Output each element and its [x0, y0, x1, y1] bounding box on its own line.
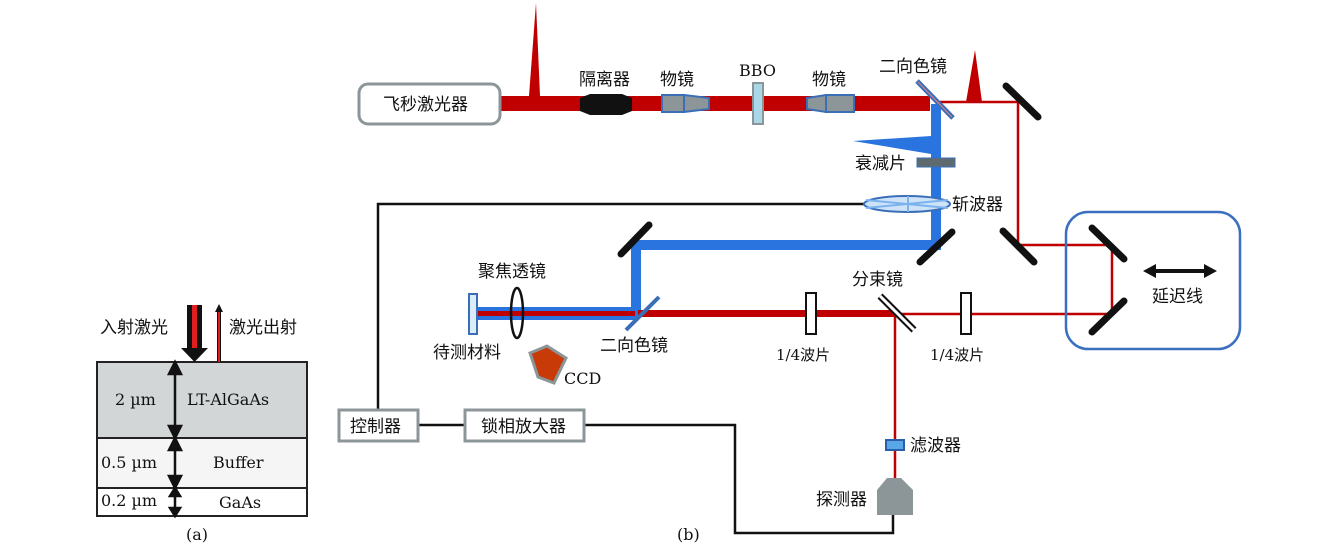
ccd-icon — [528, 344, 568, 385]
dichroic-top-core — [917, 81, 953, 118]
red-core-to-sample — [475, 311, 635, 316]
bbo-crystal-icon — [752, 82, 764, 125]
controller-label: 控制器 — [350, 417, 401, 437]
panel-a: 入射激光 激光出射 2 µm LT-AlGaAs 0.5 µm Buffer 0… — [96, 304, 308, 544]
thickness-arrows — [166, 359, 184, 519]
detector-icon — [877, 478, 913, 515]
filter-icon — [885, 439, 905, 451]
exit-laser-label: 激光出射 — [229, 318, 297, 338]
attenuator-icon — [916, 157, 956, 168]
control-wires — [376, 202, 895, 535]
delay-line-box — [1064, 210, 1242, 351]
isolator-icon — [580, 94, 632, 115]
red-beam-segment — [470, 310, 895, 317]
delay-mirror-top — [1088, 224, 1128, 263]
layer-buffer — [96, 437, 308, 489]
lockin-amplifier-box — [463, 408, 586, 443]
panel-b-caption: (b) — [677, 525, 700, 544]
layer-gaas — [96, 487, 308, 517]
sample-icon — [468, 293, 478, 335]
incident-laser-label: 入射激光 — [100, 318, 168, 338]
mirror-4 — [617, 221, 653, 258]
objective-2-label: 物镜 — [812, 70, 846, 90]
delay-line-label: 延迟线 — [1152, 287, 1203, 307]
layer-thickness-1: 2 µm — [115, 390, 156, 409]
dichroic-mirror-top-label: 二向色镜 — [879, 57, 947, 77]
pulse-icon-2 — [966, 50, 982, 102]
layer-thickness-3: 0.2 µm — [101, 491, 157, 510]
beam-splitter-label: 分束镜 — [852, 270, 903, 290]
beam-splitter-icon — [877, 293, 917, 333]
incident-laser-arrow — [181, 305, 208, 362]
mirror-2 — [999, 227, 1038, 266]
chopper-icon — [863, 195, 951, 213]
isolator-label: 隔离器 — [579, 70, 630, 90]
sample-label: 待测材料 — [433, 343, 501, 363]
delay-mirror-bottom — [1088, 297, 1128, 336]
quarter-wave-plate-right-label: 1/4波片 — [930, 346, 984, 364]
exit-laser-arrow — [215, 304, 223, 362]
attenuator-label: 衰减片 — [855, 154, 906, 174]
layer-name-3: GaAs — [219, 493, 261, 512]
layer-thickness-2: 0.5 µm — [101, 453, 157, 472]
quarter-wave-plate-left-icon — [805, 292, 817, 335]
blue-shg-beam — [631, 104, 941, 310]
ccd-label: CCD — [564, 369, 601, 388]
layer-ltalgaas — [96, 361, 308, 439]
controller-box — [337, 408, 420, 443]
quarter-wave-plate-left-label: 1/4波片 — [776, 346, 830, 364]
red-pump-beam — [500, 3, 930, 111]
objective-1-icon — [661, 93, 710, 114]
chopper-label: 斩波器 — [952, 195, 1003, 215]
focus-lens-icon — [509, 286, 525, 340]
femtosecond-laser-label: 飞秒激光器 — [383, 95, 468, 115]
dichroic-mirror-bottom-label: 二向色镜 — [600, 336, 668, 356]
detector-label: 探测器 — [816, 490, 867, 510]
mirror-3 — [916, 228, 956, 266]
dichroic-mirror-bottom-icon — [624, 295, 661, 332]
mirror-1 — [1002, 82, 1042, 121]
quarter-wave-plate-right-icon — [960, 292, 972, 335]
mirrors — [617, 82, 1128, 336]
layer-name-1: LT-AlGaAs — [187, 390, 269, 409]
objective-1-label: 物镜 — [660, 70, 694, 90]
bbo-label: BBO — [739, 61, 776, 80]
femtosecond-laser-box — [357, 82, 502, 126]
layer-name-2: Buffer — [213, 453, 264, 472]
panel-b: 飞秒激光器 隔离器 物镜 BBO 物镜 二向色镜 — [337, 3, 1242, 544]
focus-lens-label: 聚焦透镜 — [478, 262, 546, 282]
pulse-icon-1 — [529, 3, 540, 96]
pulse-icon-3 — [853, 136, 931, 154]
objective-2-icon — [806, 93, 855, 114]
filter-label: 滤波器 — [910, 436, 961, 456]
panel-a-caption: (a) — [186, 525, 208, 544]
double-arrow-icon — [1143, 264, 1217, 278]
lockin-amplifier-label: 锁相放大器 — [481, 417, 566, 437]
